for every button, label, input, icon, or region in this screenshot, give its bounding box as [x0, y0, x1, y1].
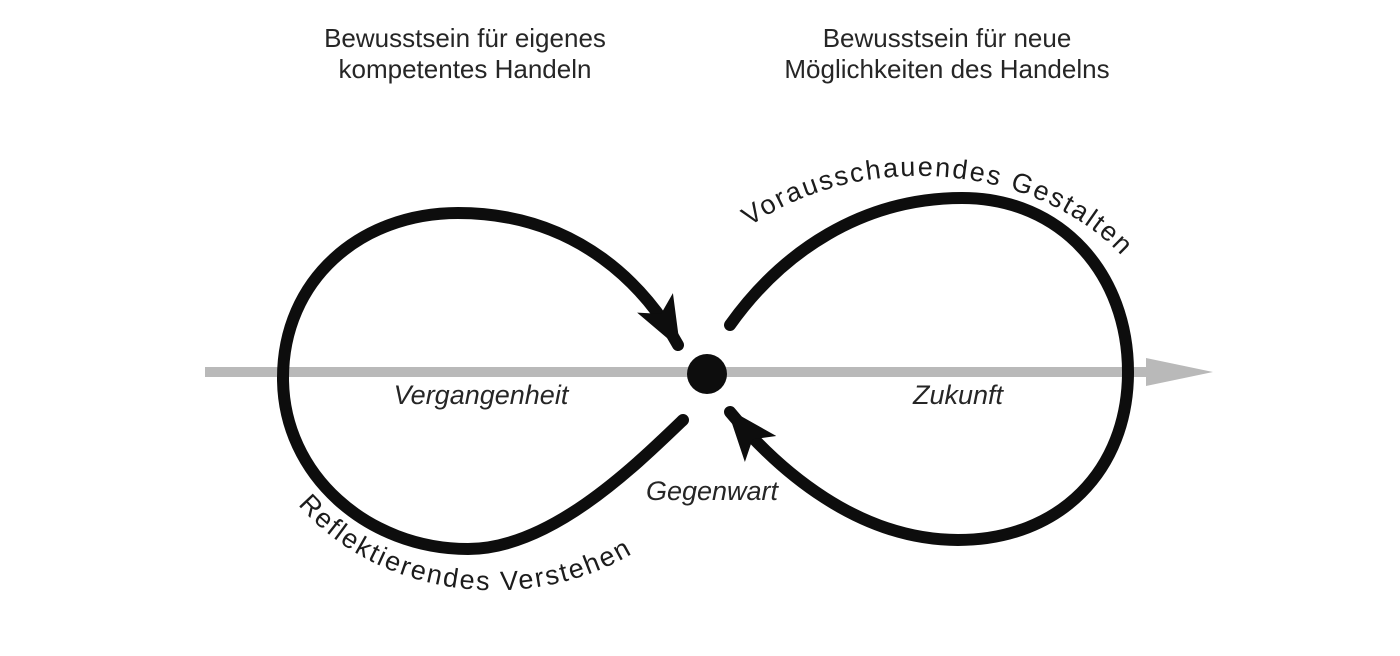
right-caption-line1: Bewusstsein für neue: [823, 23, 1072, 53]
past-loop-curve: [276, 206, 689, 556]
future-label: Zukunft: [912, 380, 1005, 410]
right-caption-line2: Möglichkeiten des Handelns: [784, 54, 1109, 84]
past-label: Vergangenheit: [394, 380, 570, 410]
present-dot: [687, 354, 727, 394]
left-caption-line2: kompetentes Handeln: [339, 54, 592, 84]
left-caption: Bewusstsein für eigenes kompetentes Hand…: [324, 23, 606, 84]
time-axis-arrowhead-icon: [1146, 358, 1213, 386]
left-caption-line1: Bewusstsein für eigenes: [324, 23, 606, 53]
right-caption: Bewusstsein für neue Möglichkeiten des H…: [784, 23, 1109, 84]
present-label: Gegenwart: [646, 476, 780, 506]
future-loop-curve: [724, 191, 1135, 547]
time-axis-line: [205, 367, 1150, 377]
